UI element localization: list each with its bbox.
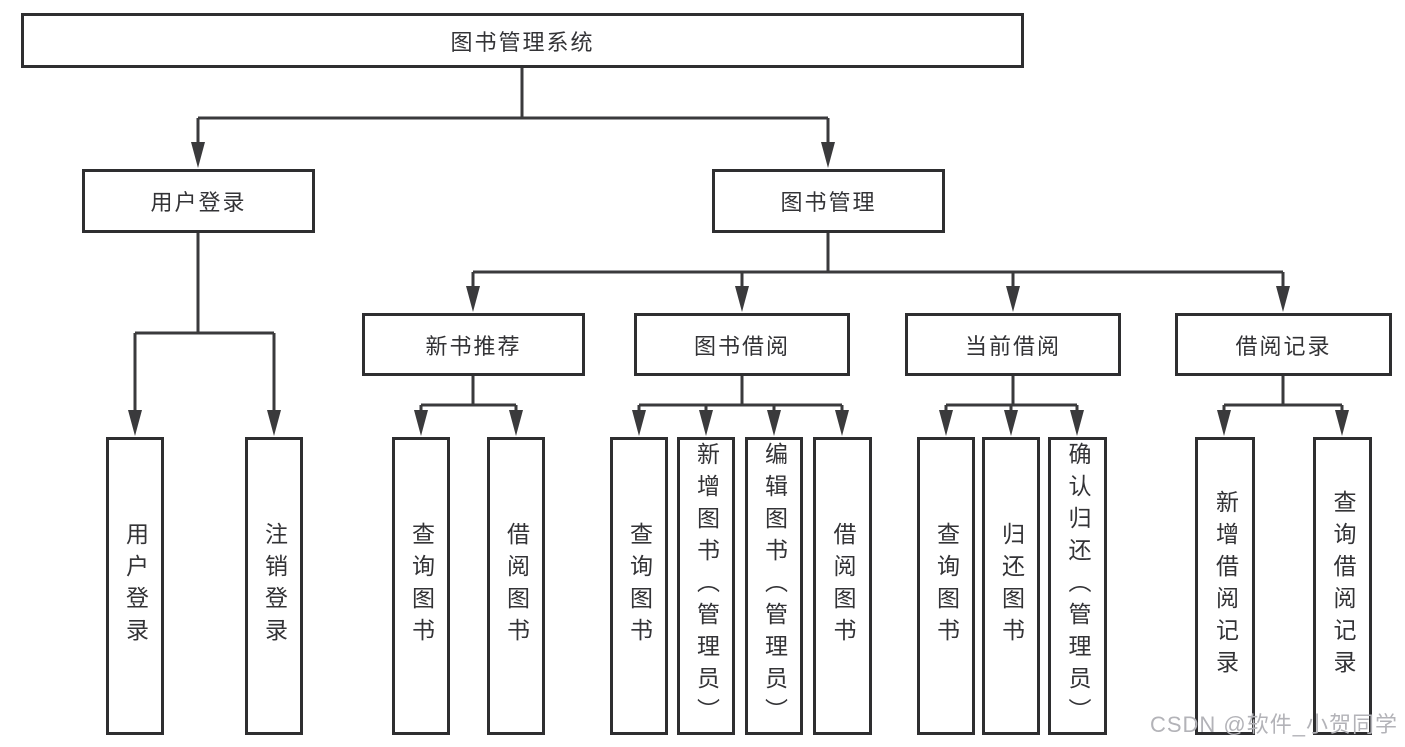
node-label: 图书借阅	[693, 333, 790, 359]
node-label: 用户登录	[122, 522, 149, 650]
node-label: 借阅记录	[1235, 333, 1332, 359]
arrowhead-icon	[821, 142, 835, 168]
node-label: 图书管理系统	[450, 29, 595, 55]
node-new-book-rec: 新书推荐	[362, 313, 585, 376]
node-book-mgmt: 图书管理	[712, 169, 945, 233]
arrowhead-icon	[735, 286, 749, 312]
arrowhead-icon	[1070, 410, 1084, 436]
node-leaf-query-book-1: 查询图书	[392, 437, 450, 735]
arrowhead-icon	[699, 410, 713, 436]
arrowhead-icon	[767, 410, 781, 436]
node-leaf-borrow-book-2: 借阅图书	[813, 437, 872, 735]
arrowhead-icon	[414, 410, 428, 436]
node-label: 新书推荐	[425, 333, 522, 359]
node-label: 新增图书（管理员）	[693, 442, 720, 730]
arrowhead-icon	[1217, 410, 1231, 436]
node-borrow-record: 借阅记录	[1175, 313, 1392, 376]
node-leaf-add-borrow-record: 新增借阅记录	[1195, 437, 1255, 735]
node-label: 查询借阅记录	[1330, 490, 1356, 682]
node-leaf-return-book: 归还图书	[982, 437, 1040, 735]
arrowhead-icon	[1006, 286, 1020, 312]
watermark: CSDN @软件_小贺同学	[1149, 712, 1398, 737]
node-label: 编辑图书（管理员）	[761, 442, 788, 730]
node-leaf-user-login: 用户登录	[106, 437, 164, 735]
node-label: 图书管理	[780, 190, 877, 215]
arrowhead-icon	[632, 410, 646, 436]
node-leaf-edit-book: 编辑图书（管理员）	[745, 437, 803, 735]
node-label: 当前借阅	[964, 333, 1061, 359]
arrowhead-icon	[1276, 286, 1290, 312]
node-leaf-add-book: 新增图书（管理员）	[677, 437, 735, 735]
node-label: 归还图书	[998, 522, 1025, 650]
node-leaf-query-book-3: 查询图书	[917, 437, 975, 735]
node-label: 用户登录	[150, 190, 247, 215]
node-leaf-logout: 注销登录	[245, 437, 303, 735]
arrowhead-icon	[939, 410, 953, 436]
node-leaf-borrow-book-1: 借阅图书	[487, 437, 545, 735]
node-label: 注销登录	[261, 522, 288, 650]
node-book-borrow: 图书借阅	[634, 313, 850, 376]
arrowhead-icon	[509, 410, 523, 436]
node-leaf-query-book-2: 查询图书	[610, 437, 668, 735]
node-label: 查询图书	[626, 522, 653, 650]
node-label: 借阅图书	[503, 522, 530, 650]
node-root: 图书管理系统	[21, 13, 1024, 68]
node-label: 新增借阅记录	[1212, 490, 1239, 682]
arrowhead-icon	[466, 286, 480, 312]
arrowhead-icon	[835, 410, 849, 436]
node-leaf-query-borrow-record: 查询借阅记录	[1313, 437, 1372, 735]
node-label: 查询图书	[933, 522, 960, 650]
arrowhead-icon	[191, 142, 205, 168]
arrowhead-icon	[1004, 410, 1018, 436]
arrowhead-icon	[1335, 410, 1349, 436]
node-user-login: 用户登录	[82, 169, 315, 233]
node-label: 查询图书	[408, 522, 435, 650]
node-label: 借阅图书	[830, 522, 856, 650]
arrowhead-icon	[128, 410, 142, 436]
node-current-borrow: 当前借阅	[905, 313, 1121, 376]
node-leaf-confirm-return: 确认归还（管理员）	[1048, 437, 1107, 735]
node-label: 确认归还（管理员）	[1065, 442, 1091, 730]
arrowhead-icon	[267, 410, 281, 436]
